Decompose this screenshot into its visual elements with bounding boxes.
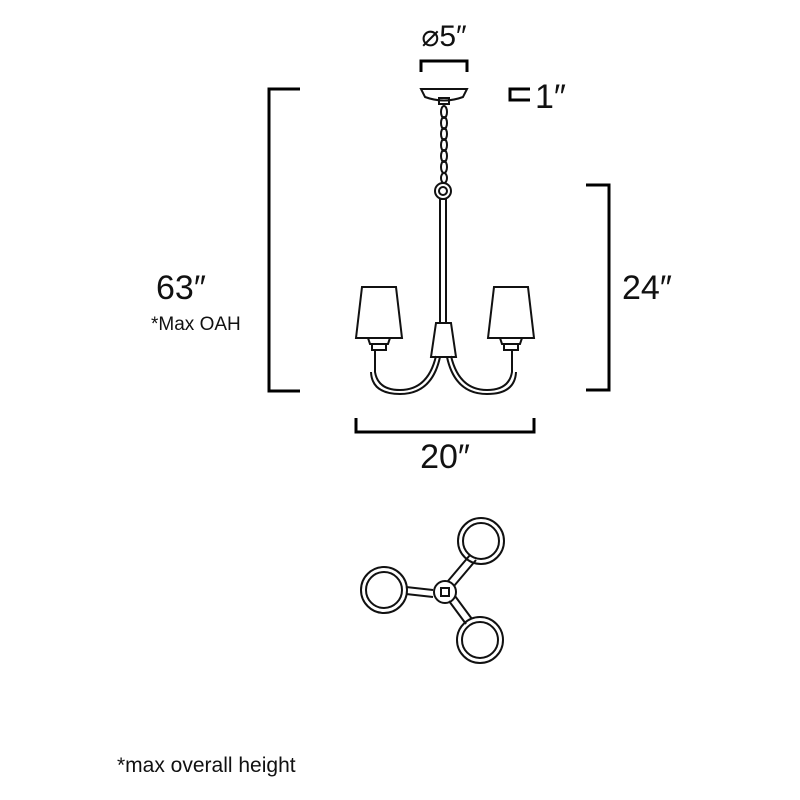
canopy-diameter-label: ⌀5″	[421, 20, 467, 53]
overall-height-label: 63″	[156, 269, 206, 307]
top-view-shade-upper-right	[457, 517, 505, 565]
canopy-height-label: 1″	[535, 78, 566, 116]
width-bracket	[354, 418, 536, 434]
top-view-shade-lower-right	[456, 616, 504, 664]
canopy-height-dimension: 1″	[508, 78, 566, 116]
canopy-diameter-dimension: ⌀5″	[419, 20, 469, 72]
left-shade	[354, 286, 404, 339]
canopy-height-bracket	[508, 87, 530, 102]
body-height-label: 24″	[622, 269, 672, 307]
chandelier-top-view	[360, 517, 505, 664]
canopy-hook	[438, 97, 450, 105]
width-dimension: 20″	[354, 418, 536, 476]
right-socket	[498, 337, 524, 345]
left-socket	[366, 337, 392, 345]
canopy-diameter-bracket	[419, 59, 469, 72]
width-label: 20″	[420, 438, 470, 476]
footnote: *max overall height	[117, 754, 296, 777]
right-shade	[486, 286, 536, 339]
hanging-loop	[434, 182, 452, 200]
top-view-hub	[433, 580, 457, 604]
chain	[440, 105, 448, 184]
chandelier-elevation	[354, 88, 536, 396]
overall-height-note: *Max OAH	[151, 314, 241, 335]
center-body	[429, 322, 458, 358]
overall-height-dimension: 63″ *Max OAH	[151, 87, 300, 393]
overall-height-bracket	[267, 87, 300, 393]
top-view-arms	[405, 554, 477, 625]
top-view-shade-left	[360, 566, 408, 614]
body-height-dimension: 24″	[586, 183, 672, 392]
canopy	[419, 88, 469, 102]
left-arm	[374, 350, 437, 392]
body-height-bracket	[586, 183, 611, 392]
center-stem	[439, 198, 447, 324]
right-arm	[450, 350, 513, 392]
